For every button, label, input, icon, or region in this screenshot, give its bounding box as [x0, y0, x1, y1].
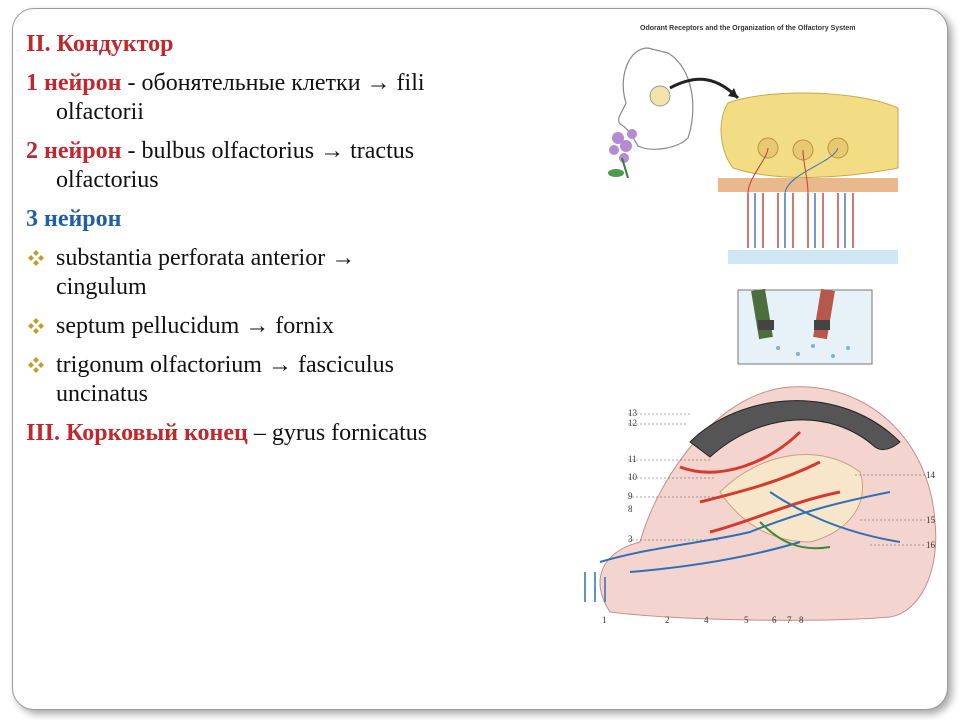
figure-label-8: 8 [799, 615, 804, 625]
conductor-heading-text: II. Кондуктор [26, 31, 174, 57]
neuron-2-label: 2 нейрон [26, 138, 122, 164]
neuron-2-text: - bulbus olfactorius → tractus [121, 138, 415, 164]
bullet-item-1-continuation: cingulum [56, 274, 147, 300]
figure-label-3: 3 [628, 534, 633, 544]
bullet-item-3-text: trigonum olfactorium → fasciculus [56, 352, 394, 378]
bullet-item-3: trigonum olfactorium → fasciculus uncina… [26, 351, 586, 409]
diamond-bullet-icon [28, 357, 44, 373]
neuron-2-continuation: olfactorius [56, 167, 159, 193]
illustration-title: Odorant Receptors and the Organization o… [640, 25, 855, 32]
neuron-2-line: 2 нейрон - bulbus olfactorius → tractus … [26, 137, 586, 195]
diamond-bullet-icon [28, 318, 44, 334]
figure-label-5: 5 [744, 615, 749, 625]
olfactory-pathways-diagram: 13 12 11 10 9 8 3 14 15 16 1 2 4 5 6 7 8 [584, 386, 937, 625]
neuron-1-text: - обонятельные клетки → fili [121, 70, 425, 96]
figure-label-13: 13 [628, 408, 638, 418]
figure-label-8-left: 8 [628, 504, 633, 514]
figure-label-9: 9 [628, 491, 633, 501]
figure-label-6: 6 [772, 615, 777, 625]
bullet-item-2-text: septum pellucidum → fornix [56, 313, 334, 339]
figure-label-14: 14 [926, 470, 936, 480]
cortical-end-label: III. Корковый конец [26, 420, 248, 446]
diamond-bullet-icon [28, 250, 44, 266]
neuron-1-line: 1 нейрон - обонятельные клетки → fili ol… [26, 69, 586, 127]
figure-label-15: 15 [926, 515, 936, 525]
figure-label-1: 1 [602, 615, 607, 625]
neuron-3-line: 3 нейрон [26, 205, 586, 234]
figure-label-10: 10 [628, 472, 638, 482]
slide-text: II. Кондуктор 1 нейрон - обонятельные кл… [26, 30, 586, 458]
figure-label-16: 16 [926, 540, 936, 550]
cortical-end-text: – gyrus fornicatus [247, 420, 428, 446]
bullet-item-2: septum pellucidum → fornix [26, 312, 586, 341]
olfactory-system-illustration: Odorant Receptors and the Organization o… [608, 25, 899, 365]
cortical-end-line: III. Корковый конец – gyrus fornicatus [26, 419, 586, 448]
figure-label-7: 7 [787, 615, 792, 625]
figure-label-12: 12 [628, 418, 637, 428]
neuron-1-continuation: olfactorii [56, 99, 144, 125]
conductor-heading: II. Кондуктор [26, 30, 586, 59]
figure-label-11: 11 [628, 454, 637, 464]
bullet-item-3-continuation: uncinatus [56, 381, 148, 407]
bullet-item-1-text: substantia perforata anterior → [56, 245, 356, 271]
neuron-1-label: 1 нейрон [26, 70, 122, 96]
bullet-item-1: substantia perforata anterior → cingulum [26, 244, 586, 302]
neuron-3-label: 3 нейрон [26, 206, 122, 232]
figure-label-2: 2 [665, 615, 670, 625]
figure-label-4: 4 [704, 615, 709, 625]
